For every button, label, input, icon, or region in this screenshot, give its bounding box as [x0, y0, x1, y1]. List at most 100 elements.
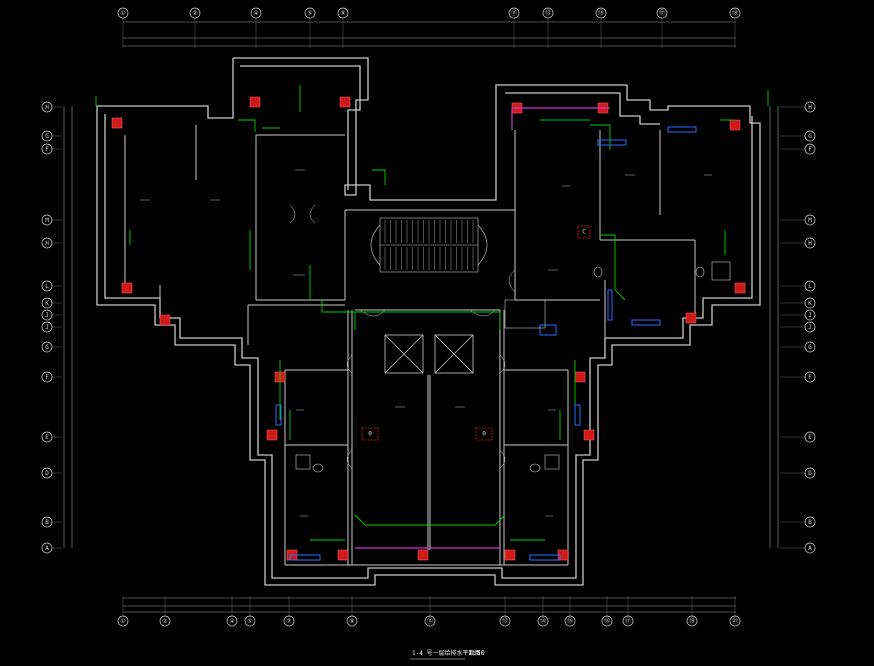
- grid-right-label-1: G: [808, 133, 812, 140]
- grid-bottom-bubble-2: [226, 615, 238, 627]
- grid-bottom-bubble-0: [117, 615, 129, 627]
- grid-right-bubble-0: [804, 101, 816, 113]
- plumbing-equipment: [275, 126, 697, 561]
- grid-left-bubble-5: [41, 280, 53, 292]
- door-swings: [289, 204, 516, 469]
- grid-left-label-1: G: [45, 133, 49, 140]
- grid-bottom-label-13: ㉑: [732, 617, 738, 625]
- grid-left-label-9: G: [45, 344, 49, 351]
- grid-right-bubble-6: [804, 297, 816, 309]
- grid-left-bubble-4: [41, 237, 53, 249]
- grid-bottom-bubble-8: [537, 615, 549, 627]
- column-11: [266, 429, 278, 441]
- grid-bottom-label-9: ⑮: [567, 617, 573, 625]
- grid-left-bubble-12: [41, 467, 53, 479]
- grid-right-bubble-10: [804, 371, 816, 383]
- column-4: [339, 96, 351, 108]
- room-annotation-marks: [140, 169, 712, 517]
- grid-right-bubble-9: [804, 341, 816, 353]
- grid-right-label-6: K: [808, 300, 812, 307]
- sanitary-fixtures: [295, 261, 731, 473]
- grid-top-bubble-7: [595, 7, 607, 19]
- grid-right-label-3: M: [808, 217, 812, 224]
- grid-left-label-12: D: [45, 470, 49, 477]
- column-9: [685, 312, 697, 324]
- grid-bottom-bubble-1: [159, 615, 171, 627]
- top-dimension-lines: [123, 21, 736, 47]
- grid-bottom-bubble-11: [622, 615, 634, 627]
- grid-bottom-label-2: ④: [229, 618, 234, 625]
- grid-left-label-8: J: [45, 324, 49, 331]
- grid-right-label-11: E: [808, 434, 812, 441]
- grid-left-bubble-0: [41, 101, 53, 113]
- grid-right-label-12: D: [808, 470, 812, 477]
- grid-bottom-bubble-6: [424, 615, 436, 627]
- grid-top-bubble-6: [542, 7, 554, 19]
- grid-left-label-0: H: [45, 104, 49, 111]
- column-15: [337, 549, 349, 561]
- grid-right-bubble-3: [804, 214, 816, 226]
- grid-bottom-label-1: ②: [162, 618, 167, 625]
- grid-left-bubble-11: [41, 431, 53, 443]
- grid-bottom-bubble-13: [729, 615, 741, 627]
- grid-left-label-6: K: [45, 300, 49, 307]
- grid-bottom-bubble-5: [346, 615, 358, 627]
- grid-right-bubble-1: [804, 130, 816, 142]
- grid-bottom-label-6: ⑪: [427, 617, 433, 625]
- building-outline: [96, 57, 761, 586]
- grid-bottom-bubble-12: [686, 615, 698, 627]
- grid-right-label-7: J: [808, 312, 812, 319]
- room-tags: [361, 225, 591, 441]
- grid-bottom-bubble-10: [601, 615, 613, 627]
- grid-right-label-10: F: [808, 374, 812, 381]
- grid-top-label-4: ⑨: [340, 10, 345, 17]
- grid-top-bubble-5: [508, 7, 520, 19]
- grid-top-label-7: ⑮: [598, 9, 604, 17]
- grid-left-bubble-2: [41, 143, 53, 155]
- grid-left-bubble-1: [41, 130, 53, 142]
- right-dimension-lines: [769, 106, 779, 548]
- room-tag-upper: C: [582, 229, 586, 236]
- grid-top-label-9: ⑲: [732, 9, 738, 17]
- grid-bottom-label-3: ⑤: [247, 618, 252, 625]
- grid-left-bubble-3: [41, 214, 53, 226]
- grid-left-label-5: L: [45, 283, 49, 290]
- grid-top-bubble-3: [304, 7, 316, 19]
- grid-top-bubble-1: [189, 7, 201, 19]
- room-tag-right: 0: [482, 431, 486, 438]
- grid-bottom-label-0: ①: [120, 618, 125, 625]
- grid-top-bubble-4: [337, 7, 349, 19]
- grid-right-bubble-5: [804, 280, 816, 292]
- column-7: [729, 119, 741, 131]
- column-1: [121, 282, 133, 294]
- grid-right-label-0: H: [808, 104, 812, 111]
- grid-bottom-label-7: ⑬: [502, 617, 508, 625]
- grid-bottom-bubble-7: [499, 615, 511, 627]
- grid-left-label-14: A: [45, 545, 49, 552]
- grid-left-label-11: E: [45, 434, 49, 441]
- grid-right-label-13: B: [808, 519, 812, 526]
- grid-left-label-3: M: [45, 217, 49, 224]
- grid-top-bubble-2: [250, 7, 262, 19]
- grid-right-bubble-13: [804, 516, 816, 528]
- grid-right-bubble-4: [804, 237, 816, 249]
- grid-bottom-bubble-3: [244, 615, 256, 627]
- grid-left-label-2: F: [45, 146, 49, 153]
- left-dimension-lines: [63, 106, 73, 548]
- grid-bottom-bubble-4: [283, 615, 295, 627]
- grid-left-label-7: J: [45, 312, 49, 319]
- grid-left-label-10: F: [45, 374, 49, 381]
- elevator-shafts: [384, 334, 474, 374]
- grid-top-label-6: ⑬: [545, 9, 551, 17]
- grid-top-label-1: ②: [192, 10, 197, 17]
- drawing-title: 1-4 号一层给排水平面图: [412, 649, 480, 657]
- grid-right-bubble-12: [804, 467, 816, 479]
- column-8: [734, 282, 746, 294]
- grid-bottom-label-12: ⑲: [689, 617, 695, 625]
- grid-top-label-2: ④: [253, 10, 258, 17]
- grid-right-label-5: L: [808, 283, 812, 290]
